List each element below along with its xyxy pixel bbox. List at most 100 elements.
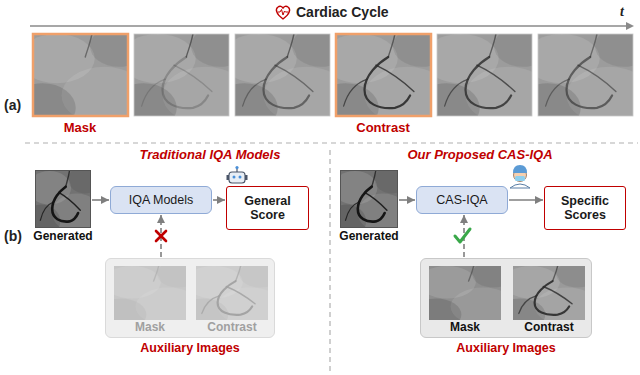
image-texture [595,34,633,67]
vessel-line [578,65,616,91]
frame-label: Mask [64,121,97,136]
vessel-group [344,34,414,108]
image-texture [36,205,60,227]
image-texture [134,83,177,116]
vessel-group [202,266,255,315]
image-texture [341,205,366,227]
vessel-line [553,266,558,281]
vessel-line [477,65,515,91]
panel-caption: Auxiliary Images [456,341,555,355]
flow-arrow [213,199,225,201]
accept-mark [455,229,470,242]
image-caption: Generated [339,230,398,244]
image-texture [556,266,585,288]
vessel-group [345,171,386,222]
image-texture [292,34,330,67]
vessel-line [40,202,54,220]
vessel-line [287,34,294,57]
score-box: Specific Scores [544,186,626,230]
model-box: CAS-IQA [416,186,508,214]
panel-label: (b) [4,228,22,244]
angiogram-image [513,266,585,320]
vessel-line [186,34,193,57]
image-texture [114,298,146,320]
image-texture [538,83,581,116]
box-label: Specific Scores [550,194,620,223]
vessel-group [519,266,572,315]
image-node: Contrast [196,266,268,320]
reject-mark [156,231,166,241]
image-texture [157,266,186,288]
flow-arrow [399,199,415,201]
vessel-line [543,287,572,304]
image-caption: Contrast [524,321,573,335]
image-node: Mask [429,266,501,320]
vessel-line [154,266,159,281]
model-box: IQA Models [110,186,212,214]
vessel-line [489,34,496,57]
vessel-group [243,34,313,108]
angiogram-frame [312,26,450,133]
angiogram-frame [9,26,147,133]
vessel-line [365,192,387,210]
frame-border [134,34,229,116]
vessel-line [85,34,92,57]
image-texture [68,171,90,193]
image-node: Generated [340,170,398,228]
vessel-line [388,34,395,57]
vessel-line [546,79,570,106]
vessel-line [226,287,255,304]
heart-icon [276,6,289,19]
angiogram-image [114,266,186,320]
image-texture [472,266,501,288]
axis-label: t [620,4,624,20]
vessel-group [85,34,92,57]
box-label: General Score [232,194,303,223]
image-texture [90,34,128,67]
vessel-line [590,34,597,57]
image-texture [513,298,545,320]
auxiliary-panel: Auxiliary ImagesMaskContrast [105,258,275,338]
box-label: CAS-IQA [436,193,487,207]
vessel-line [275,65,313,91]
angiogram-image [36,171,90,227]
section-title: Our Proposed CAS-IQA [407,148,552,163]
flow-arrow [509,199,543,201]
vessel-line [59,192,81,210]
image-caption: Generated [33,230,92,244]
figure-heading: Cardiac Cycle [296,4,389,20]
vessel-group [154,266,159,281]
auxiliary-panel: Auxiliary ImagesMaskContrast [420,258,592,338]
score-box: General Score [226,186,309,230]
vessel-line [344,79,368,106]
vessel-line [519,296,537,314]
angiogram-image [341,171,397,227]
image-texture [196,298,228,320]
vessel-line [469,266,474,281]
angiogram-frame [514,26,640,133]
vessel-group [445,34,515,108]
vessel-line [376,65,414,91]
vessel-group [546,34,616,108]
angiogram-frame [110,26,248,133]
image-texture [235,83,278,116]
robot-icon [227,166,248,183]
separator [25,142,638,143]
image-texture [191,34,229,67]
image-node: Mask [114,266,186,320]
separator [329,150,330,372]
vessel-line [174,65,212,91]
frame-border [235,34,330,116]
image-node: Generated [35,170,91,228]
section-title: Traditional IQA Models [140,148,281,163]
frame-border [33,34,128,116]
image-texture [494,34,532,67]
vessel-line [243,79,267,106]
image-texture [429,298,461,320]
flow-arrow [92,199,109,201]
vessel-group [142,34,212,108]
timeline-axis [30,25,628,26]
image-texture [33,83,76,116]
vessel-line [445,79,469,106]
